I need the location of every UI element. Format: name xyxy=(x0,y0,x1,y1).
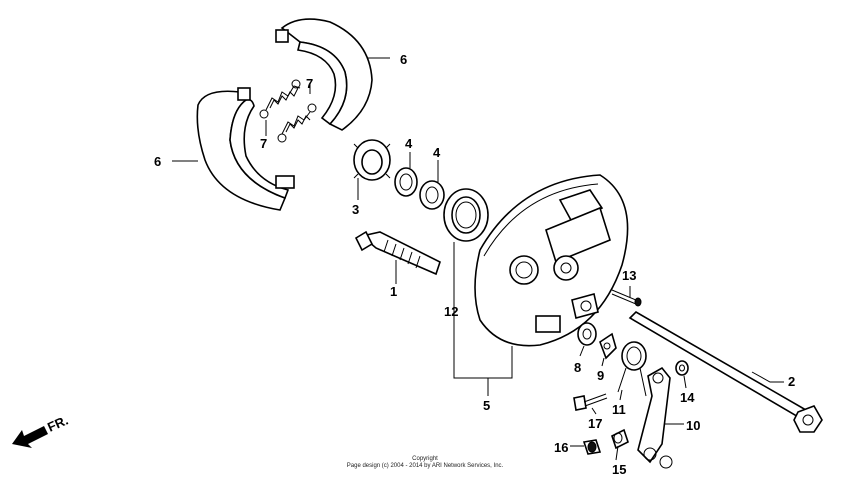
bolt-13[interactable] xyxy=(611,289,642,307)
callout-12: 12 xyxy=(444,304,458,319)
callout-11: 11 xyxy=(612,402,626,417)
wear-indicator-plate[interactable] xyxy=(599,332,617,360)
callout-6-lower: 6 xyxy=(154,154,161,169)
callout-9: 9 xyxy=(597,368,604,383)
copyright-line-1: Copyright xyxy=(412,456,438,462)
spring-upper[interactable] xyxy=(259,79,301,119)
nut-14[interactable] xyxy=(675,360,689,376)
callout-14: 14 xyxy=(680,390,695,405)
brake-arm[interactable] xyxy=(637,366,673,469)
callout-6-upper: 6 xyxy=(400,52,407,67)
callout-7-lower: 7 xyxy=(260,136,267,151)
callout-15: 15 xyxy=(612,462,626,477)
leader-lines xyxy=(172,57,784,461)
callout-4-a: 4 xyxy=(405,136,413,151)
brake-shoe-lower[interactable] xyxy=(196,87,295,211)
brake-cam-gear[interactable] xyxy=(353,139,391,181)
return-spring[interactable] xyxy=(617,341,647,397)
nut-16[interactable] xyxy=(582,439,602,455)
callout-13: 13 xyxy=(622,268,636,283)
joint-pin[interactable] xyxy=(611,428,629,450)
brake-panel[interactable] xyxy=(474,174,629,347)
brake-shoe-upper[interactable] xyxy=(275,18,373,131)
washer-8[interactable] xyxy=(577,322,597,346)
brake-camshaft[interactable] xyxy=(354,230,441,276)
callout-8: 8 xyxy=(574,360,581,375)
front-direction-arrow: FR. xyxy=(12,413,70,448)
washer-a[interactable] xyxy=(394,167,418,197)
callout-10: 10 xyxy=(686,418,700,433)
callout-16: 16 xyxy=(554,440,568,455)
front-label: FR. xyxy=(45,413,70,435)
washer-b[interactable] xyxy=(419,180,445,210)
callout-4-b: 4 xyxy=(433,145,441,160)
callout-5: 5 xyxy=(483,398,490,413)
axle[interactable] xyxy=(628,311,823,433)
callout-1: 1 xyxy=(390,284,397,299)
copyright-line-2: Page design (c) 2004 - 2014 by ARI Netwo… xyxy=(346,463,504,469)
spring-lower[interactable] xyxy=(277,103,317,143)
callout-7-upper: 7 xyxy=(306,76,313,91)
callout-2: 2 xyxy=(788,374,795,389)
callout-17: 17 xyxy=(588,416,602,431)
bolt-17[interactable] xyxy=(573,393,608,411)
callout-3: 3 xyxy=(352,202,359,217)
callout-labels: 6 6 7 7 3 4 4 1 12 5 13 2 8 9 11 10 14 1… xyxy=(154,52,795,477)
oil-seal[interactable] xyxy=(443,188,489,242)
